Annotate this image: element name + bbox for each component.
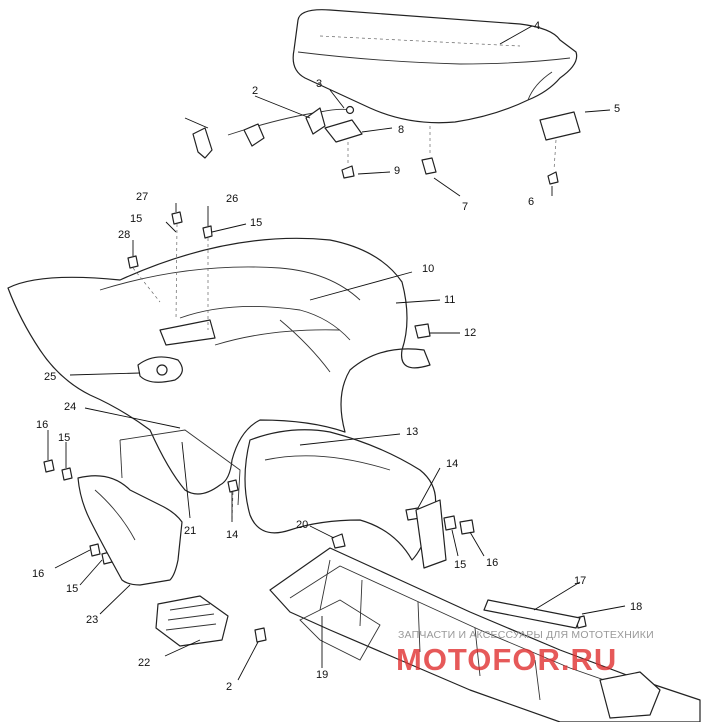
callout-26: 26 — [226, 193, 238, 205]
callout-20: 20 — [296, 519, 308, 531]
callout-25: 25 — [44, 371, 56, 383]
callout-12: 12 — [464, 327, 476, 339]
callout-9: 9 — [394, 165, 400, 177]
callout-27: 27 — [136, 191, 148, 203]
callout-13: 13 — [406, 426, 418, 438]
callout-15-top-left: 15 — [130, 213, 142, 225]
callout-2-bottom: 2 — [226, 681, 232, 693]
seat-bracket — [421, 111, 581, 185]
leader-lines — [47, 25, 626, 681]
watermark-caption: ЗАПЧАСТИ И АКСЕССУАРЫ ДЛЯ МОТОТЕХНИКИ — [398, 629, 654, 641]
callout-4: 4 — [534, 20, 540, 32]
callout-16-lower: 16 — [32, 568, 44, 580]
callout-2: 2 — [252, 85, 258, 97]
callout-18: 18 — [630, 601, 642, 613]
seat-latch-assembly — [192, 105, 363, 179]
callout-15-right: 15 — [454, 559, 466, 571]
callout-14-right: 14 — [446, 458, 458, 470]
callout-22: 22 — [138, 657, 150, 669]
callout-15-top-right: 15 — [250, 217, 262, 229]
callout-6: 6 — [528, 196, 534, 208]
fasteners — [43, 211, 587, 643]
frame — [269, 547, 701, 722]
callout-5: 5 — [614, 103, 620, 115]
callout-10: 10 — [422, 263, 434, 275]
callout-15-lower: 15 — [66, 583, 78, 595]
callout-15-left: 15 — [58, 432, 70, 444]
watermark-brand: MOTOFOR.RU — [396, 642, 617, 677]
callout-28: 28 — [118, 229, 130, 241]
callout-24: 24 — [64, 401, 76, 413]
callout-19: 19 — [316, 669, 328, 681]
fender-brace — [119, 429, 241, 506]
callout-14-center: 14 — [226, 529, 238, 541]
watermark: ЗАПЧАСТИ И АКСЕССУАРЫ ДЛЯ МОТОТЕХНИКИ MO… — [396, 629, 654, 677]
callout-16-right: 16 — [486, 557, 498, 569]
callout-labels: 2 3 4 5 6 7 8 9 27 26 15 15 28 10 11 12 … — [32, 20, 642, 693]
side-bracket — [415, 499, 447, 569]
callout-11: 11 — [444, 294, 455, 306]
callout-7: 7 — [462, 201, 468, 213]
callout-23: 23 — [86, 614, 98, 626]
callout-3: 3 — [316, 78, 322, 90]
callout-16-left: 16 — [36, 419, 48, 431]
mud-flap — [77, 475, 183, 586]
rear-fender — [7, 237, 431, 495]
callout-17: 17 — [574, 575, 586, 587]
seat — [292, 9, 578, 124]
callout-21: 21 — [184, 525, 196, 537]
callout-8: 8 — [398, 124, 404, 136]
inner-fender-guard — [244, 429, 437, 561]
step-plate — [155, 595, 229, 647]
